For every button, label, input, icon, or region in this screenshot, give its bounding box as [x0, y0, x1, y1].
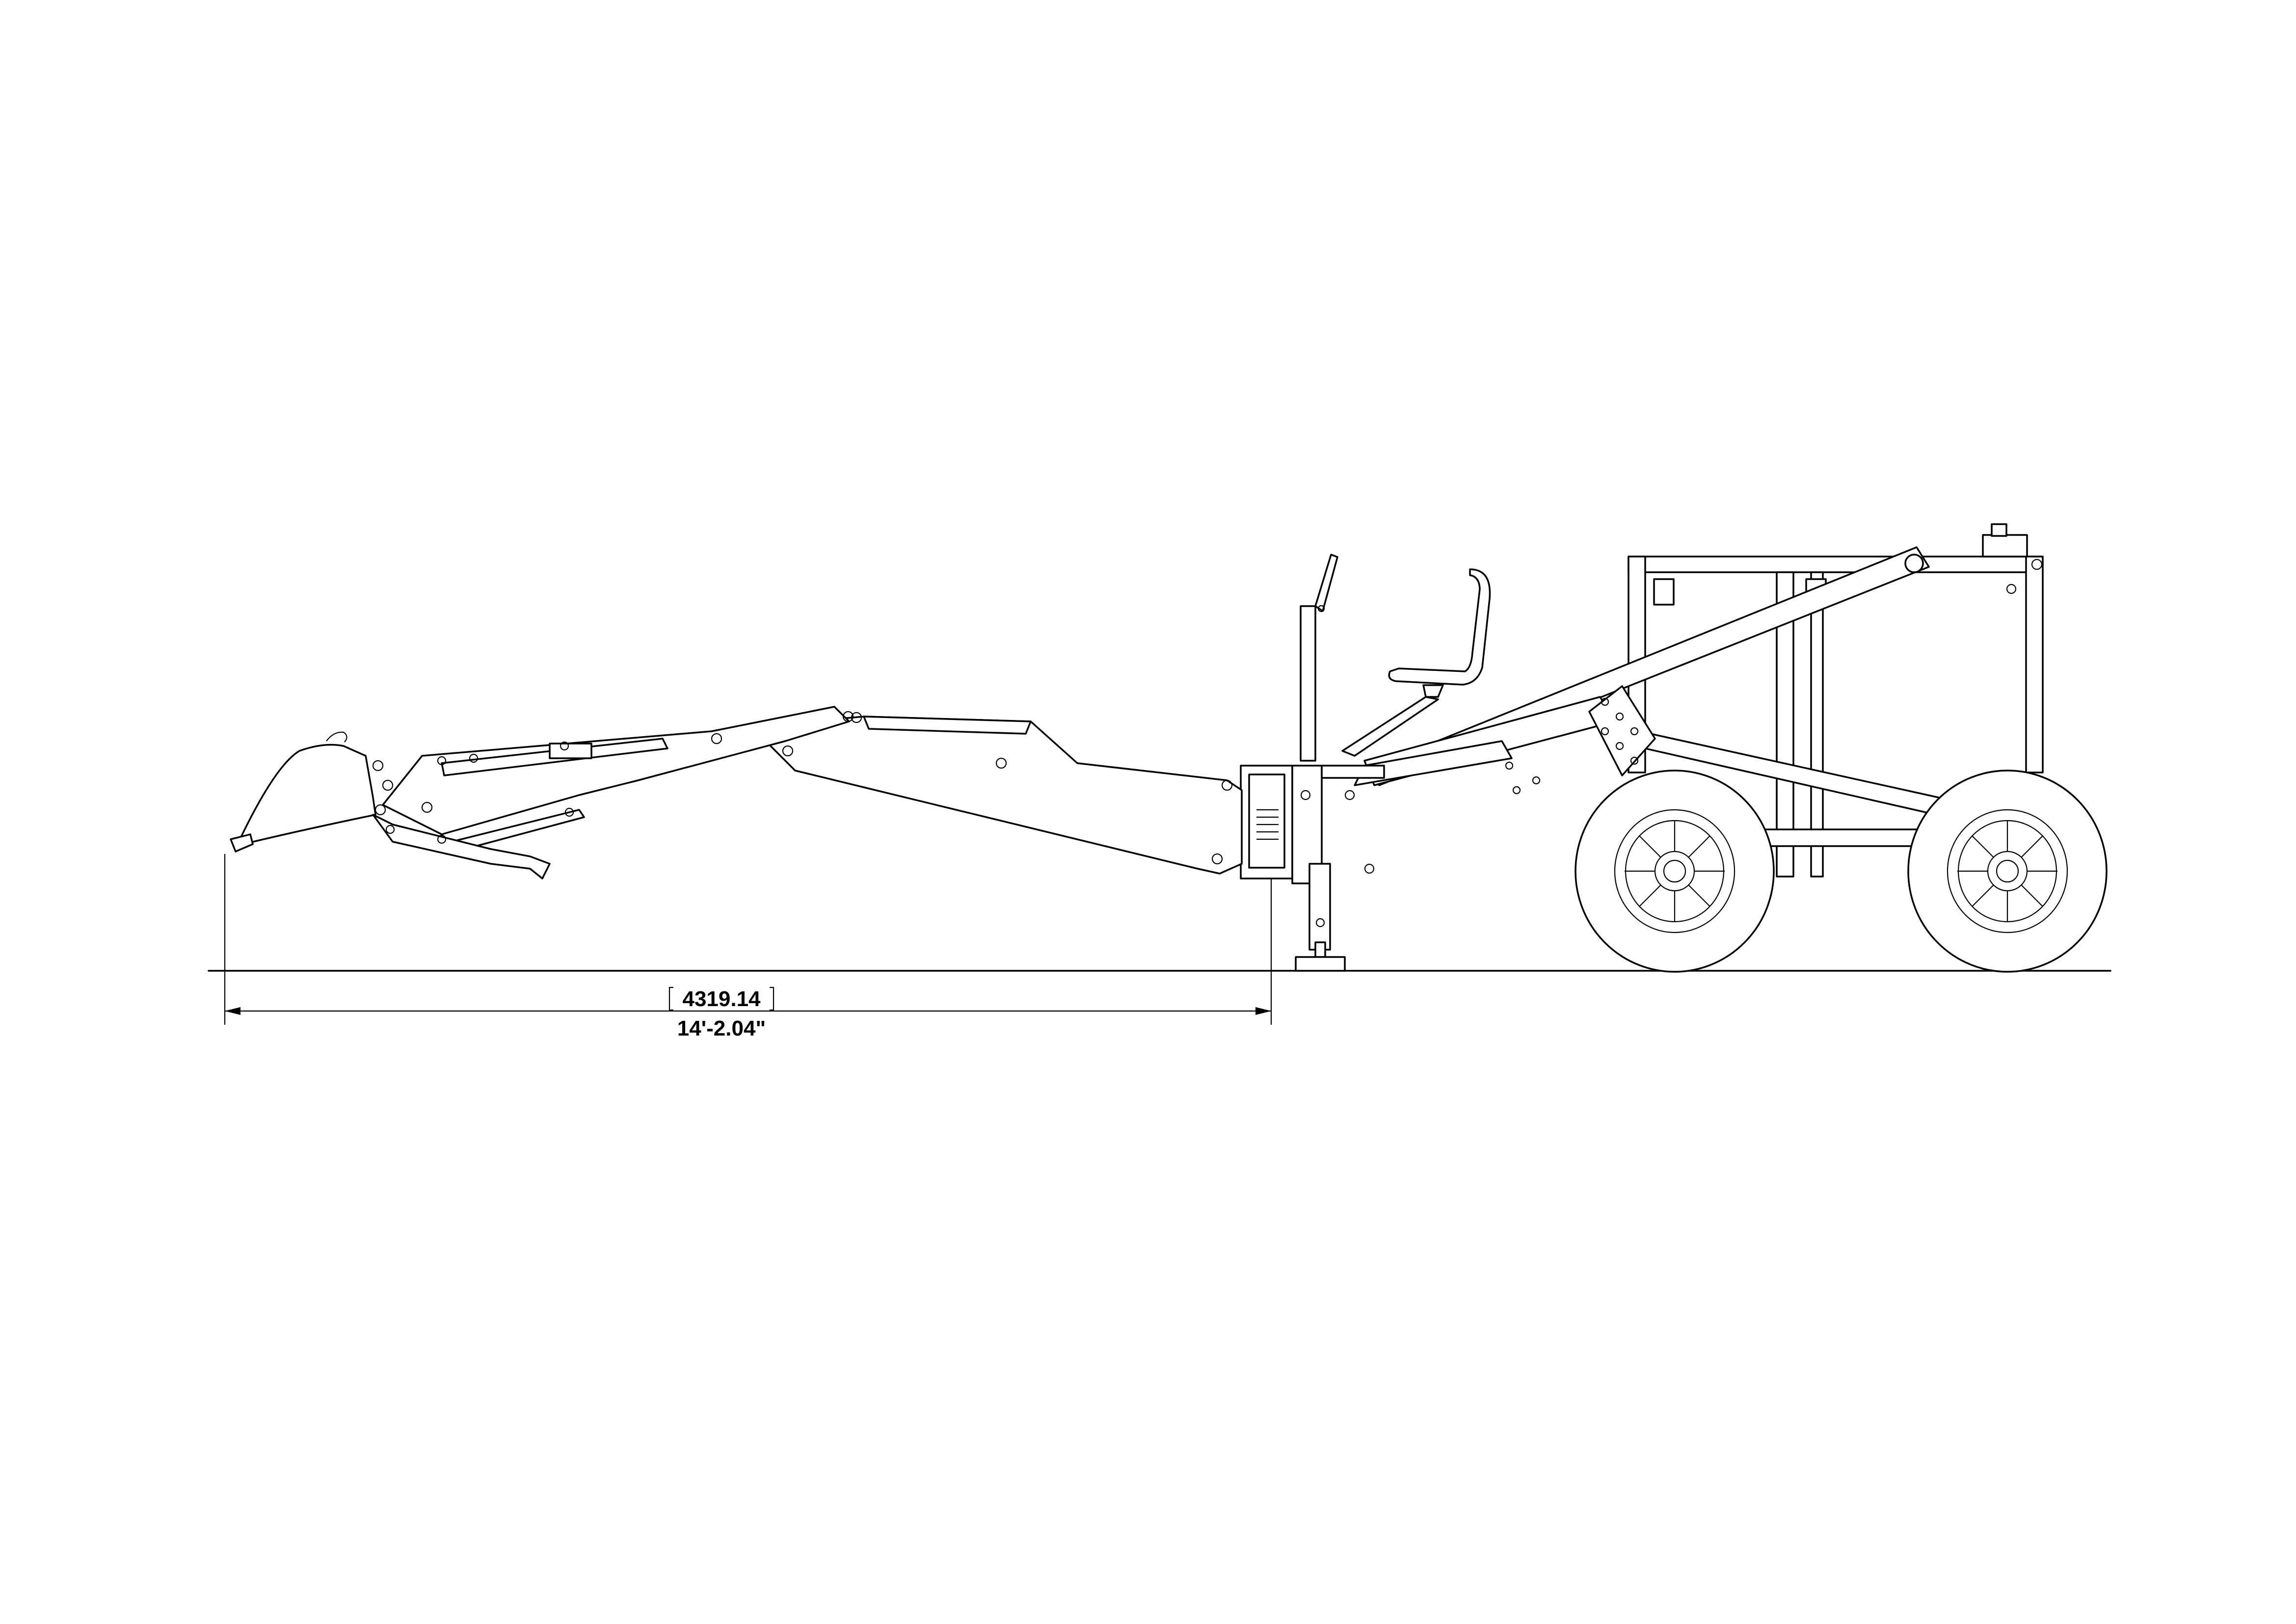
rear-wheel: [1907, 770, 2108, 973]
trailer-drawbar: [1354, 546, 1930, 795]
length-dimension: 4319.14 14'-2.04": [224, 854, 1272, 1040]
trailer-frame: [1628, 523, 2044, 879]
stabilizer-leg: [1295, 863, 1346, 972]
dimension-imperial-value: 14'-2.04": [677, 1016, 766, 1040]
control-lever: [1300, 554, 1338, 762]
dimension-metric-value: 4319.14: [682, 987, 761, 1011]
front-wheel: [1575, 770, 1775, 973]
main-boom: [765, 712, 1243, 875]
operator-seat: [1341, 568, 1491, 757]
bucket: [230, 731, 551, 879]
dipper-stick: [382, 706, 854, 855]
